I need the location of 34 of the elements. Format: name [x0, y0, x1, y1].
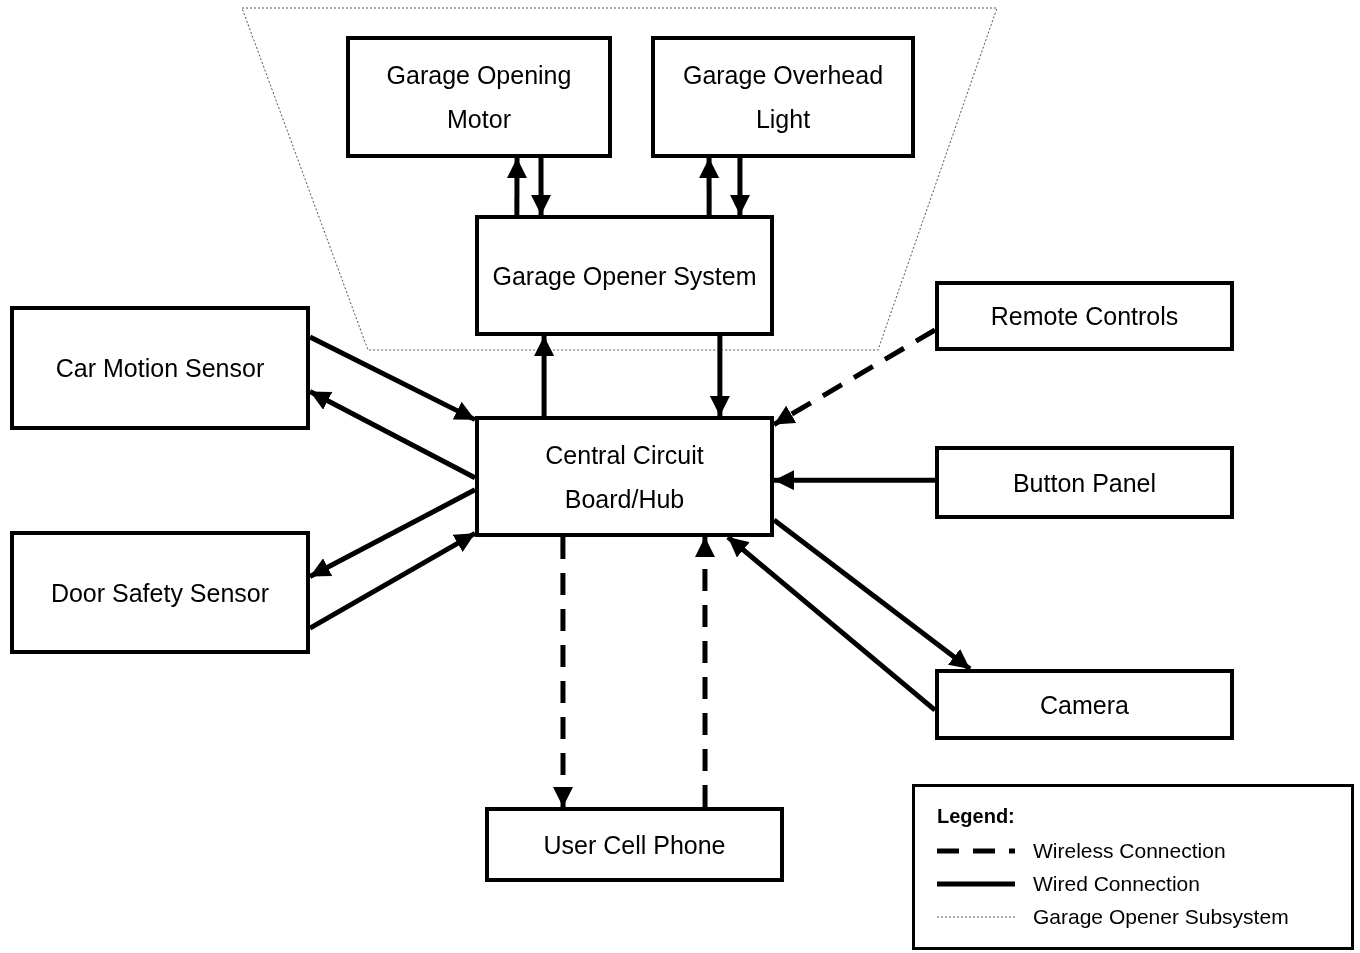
component-label: Garage Opening Motor: [385, 60, 573, 135]
legend-text: Wired Connection: [1033, 872, 1200, 896]
legend-text: Garage Opener Subsystem: [1033, 905, 1289, 929]
arrow: [774, 470, 935, 491]
component-label: Central Circuit Board/Hub: [544, 439, 705, 515]
component-label: Garage Opener System: [492, 260, 757, 292]
legend-title: Legend:: [937, 805, 1015, 828]
arrow: [709, 336, 730, 416]
arrow: [699, 158, 720, 215]
arrow: [534, 336, 555, 416]
arrow: [726, 535, 937, 713]
component-box: [651, 36, 915, 158]
component-box: [475, 215, 774, 336]
component-label: Remote Controls: [990, 301, 1179, 332]
component-box: [475, 416, 774, 537]
arrow: [553, 537, 574, 807]
arrow: [729, 158, 750, 215]
arrow: [507, 158, 527, 215]
component-box: [935, 446, 1234, 519]
component-label: User Cell Phone: [543, 829, 726, 861]
component-box: [935, 669, 1234, 740]
component-box: [485, 807, 784, 882]
component-label: Camera: [1040, 689, 1129, 721]
component-label: Door Safety Sensor: [50, 577, 270, 609]
legend-text: Wireless Connection: [1033, 839, 1226, 863]
component-label: Garage Overhead Light: [681, 60, 885, 135]
arrow: [531, 158, 552, 215]
component-label: Car Motion Sensor: [55, 353, 265, 384]
component-box: [346, 36, 612, 158]
component-box: [10, 306, 310, 430]
component-box: [10, 531, 310, 654]
component-label: Button Panel: [1012, 467, 1157, 499]
component-box: [935, 281, 1234, 351]
arrow: [694, 537, 715, 807]
